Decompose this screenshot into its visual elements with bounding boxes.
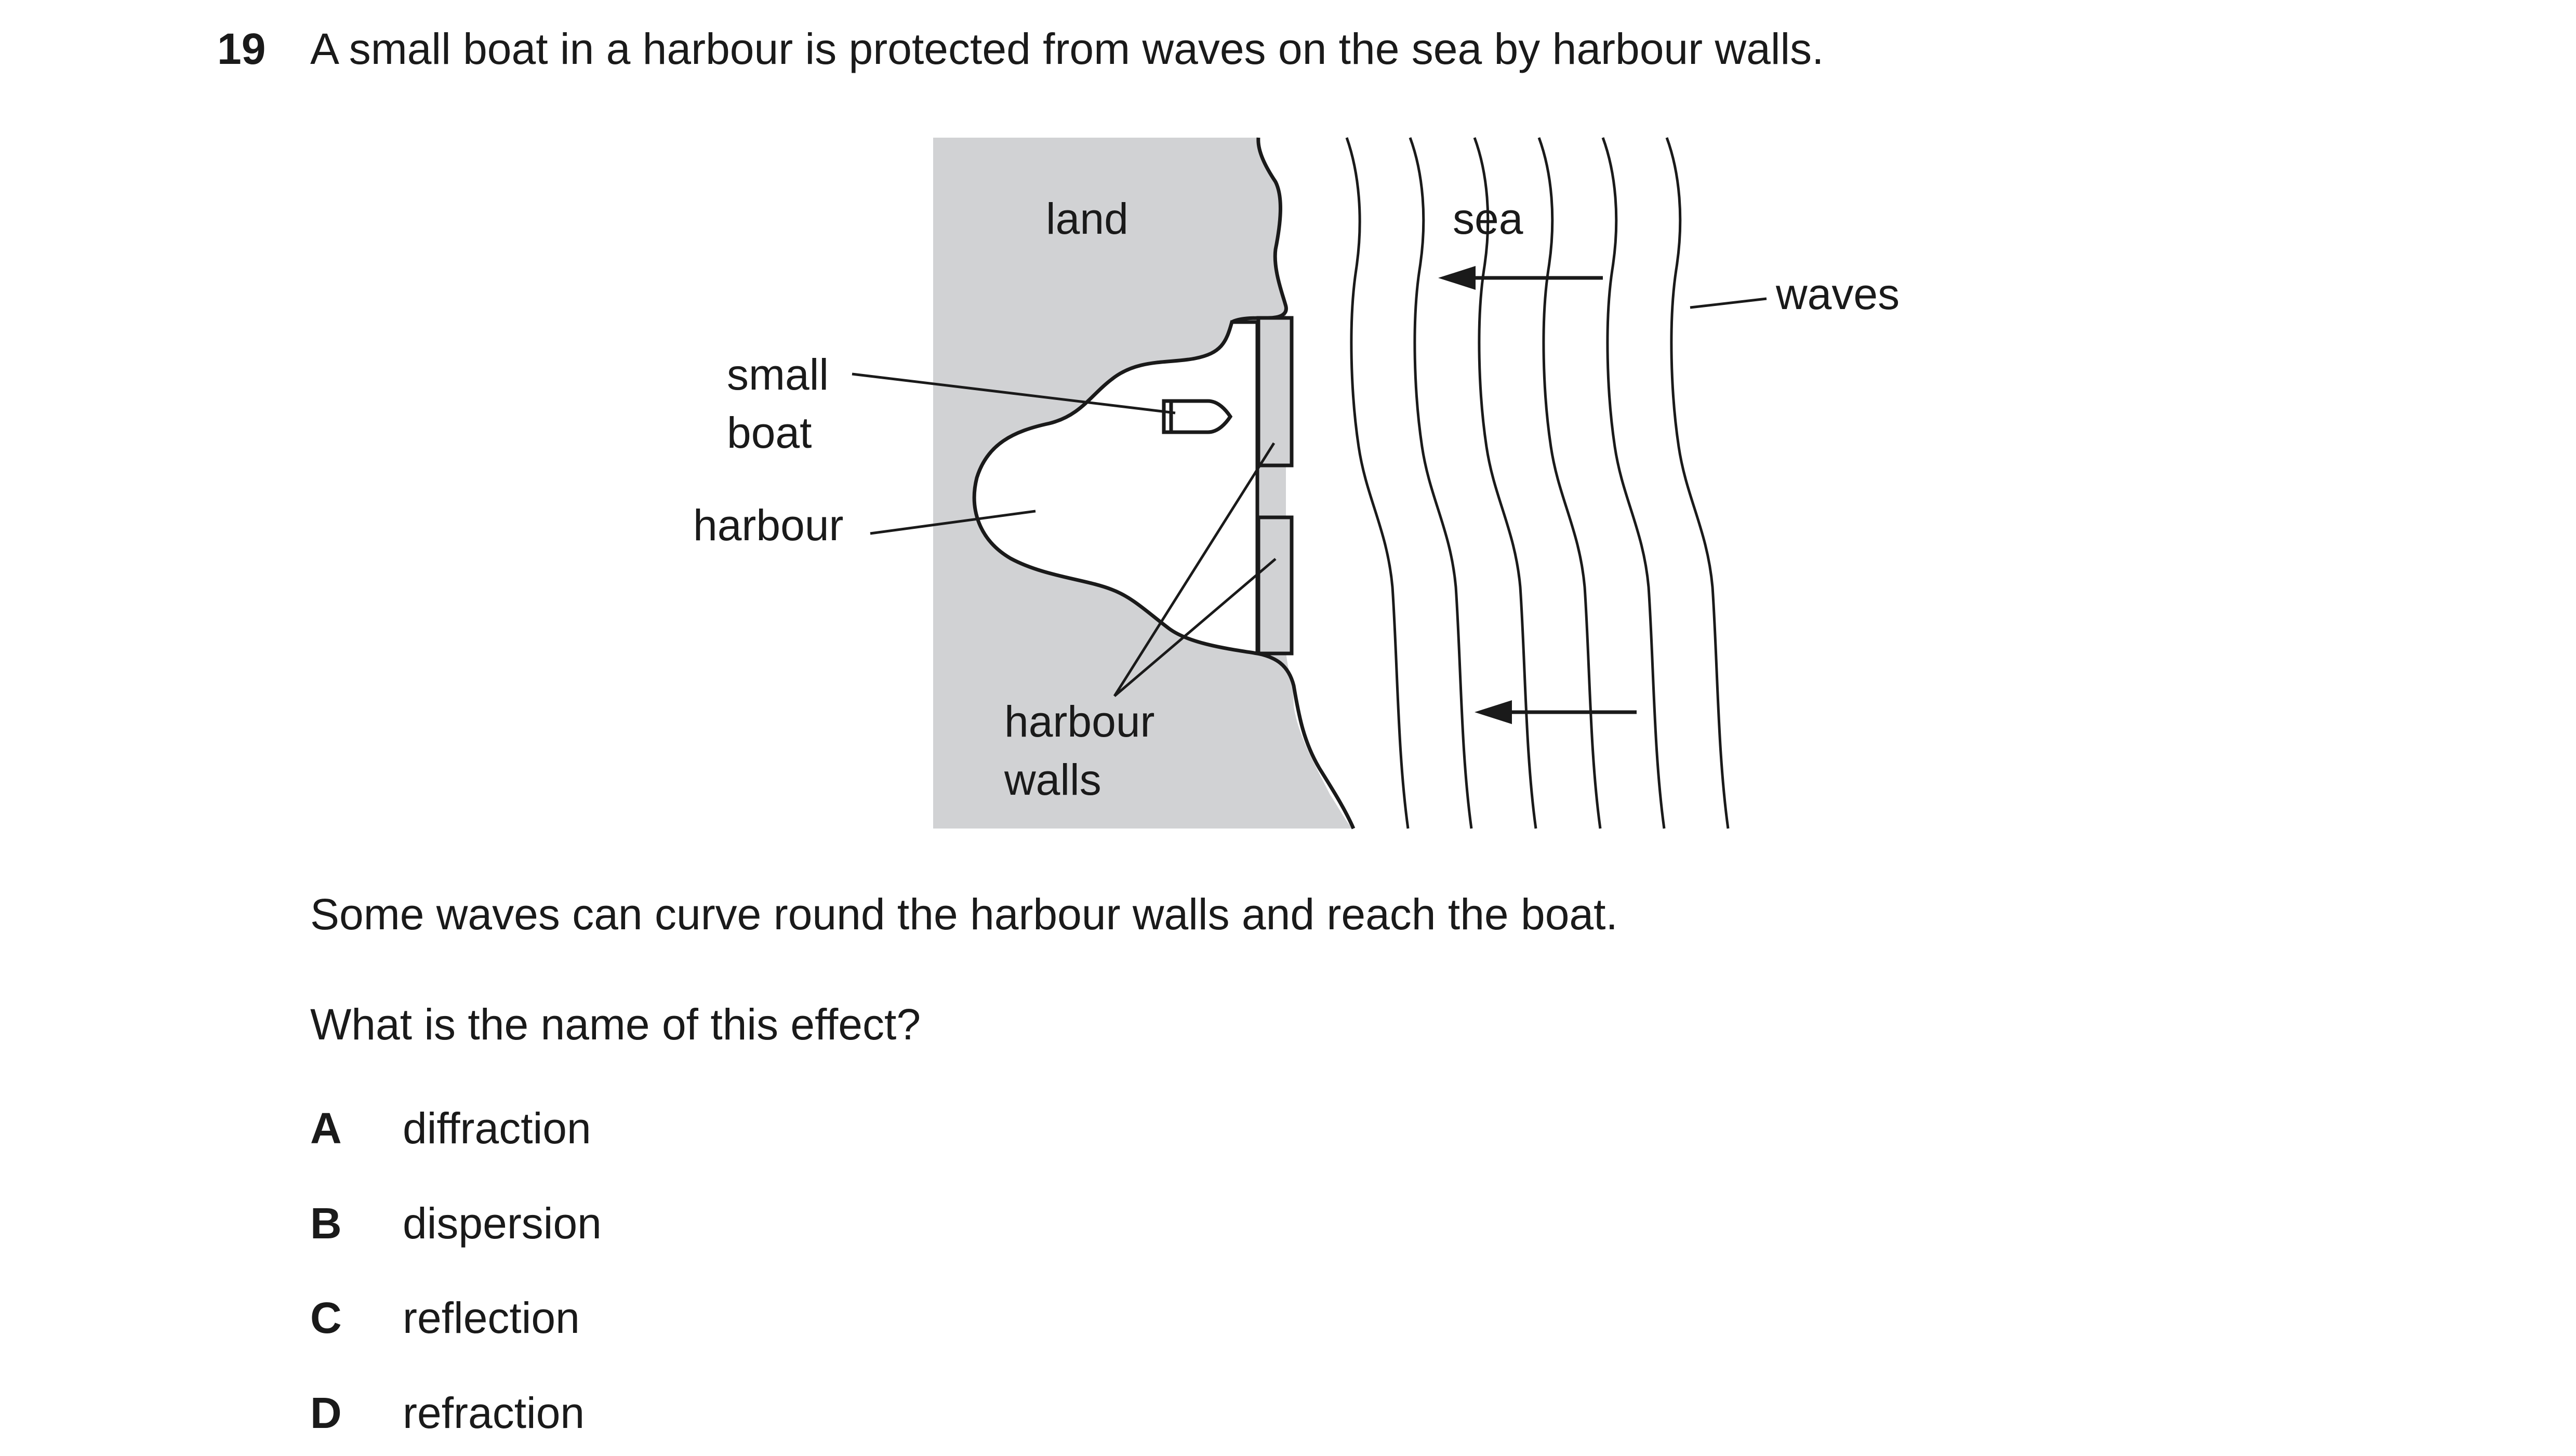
label-land: land [1046,194,1128,243]
question-stem: A small boat in a harbour is protected f… [310,24,1824,73]
leader-harbour-wall-upper [1113,442,1276,697]
option-letter: C [310,1293,342,1342]
harbour-wall-upper [1256,316,1294,467]
wave-direction-arrows [1438,266,1637,724]
label-harbour-walls-2: walls [1004,755,1101,804]
leader-waves [1690,297,1767,309]
arrow-lower-head [1475,700,1512,724]
waves [1345,137,1730,829]
arrow-upper-head [1438,266,1476,290]
question-number: 19 [217,24,266,73]
label-harbour: harbour [693,501,844,550]
wave-line [1473,137,1537,829]
harbour-wall-lower [1256,515,1294,656]
label-harbour-walls-1: harbour [1004,697,1155,746]
statement: Some waves can curve round the harbour w… [310,890,1618,939]
wave-line [1409,137,1473,829]
leader-harbour [870,510,1036,535]
leader-harbour-wall-lower [1113,558,1277,697]
label-small: small [727,350,829,399]
option-text: refraction [403,1388,585,1437]
label-waves: waves [1775,270,1900,318]
prompt: What is the name of this effect? [310,1000,921,1049]
wave-line [1601,137,1666,829]
small-boat [1162,399,1233,434]
coastline-bottom [1257,651,1356,830]
option-letter: D [310,1388,342,1437]
option-letter: B [310,1199,342,1248]
leader-lines [852,297,1767,697]
harbour-diagram: land sea waves small boat harbour harbou… [693,137,1900,830]
label-boat: boat [727,408,812,457]
label-sea: sea [1453,194,1523,243]
wave-line [1537,137,1602,829]
wave-line [1665,137,1730,829]
option-text: dispersion [403,1199,602,1248]
wave-line [1345,137,1410,829]
option-text: reflection [403,1293,580,1342]
leader-small-boat [852,372,1176,415]
option-letter: A [310,1104,342,1153]
option-text: diffraction [403,1104,591,1153]
